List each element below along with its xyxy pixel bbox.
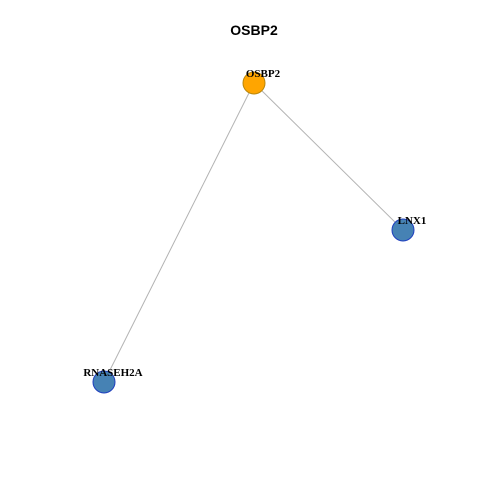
node-circle-lnx1 [391,218,415,242]
node-circle-rnaseh2a [92,370,116,394]
node-label-rnaseh2a: RNASEH2A [83,367,142,379]
edge-layer [103,82,404,383]
node-circle-osbp2 [242,71,266,95]
node-rnaseh2a: RNASEH2A [83,367,143,394]
node-osbp2: OSBP2 [242,68,281,95]
node-label-lnx1: LNX1 [398,215,427,227]
node-lnx1: LNX1 [391,215,427,242]
node-label-osbp2: OSBP2 [246,68,281,80]
edge-osbp2-lnx1 [253,82,404,231]
graph-title: OSBP2 [230,22,278,38]
edge-osbp2-rnaseh2a [103,82,255,383]
